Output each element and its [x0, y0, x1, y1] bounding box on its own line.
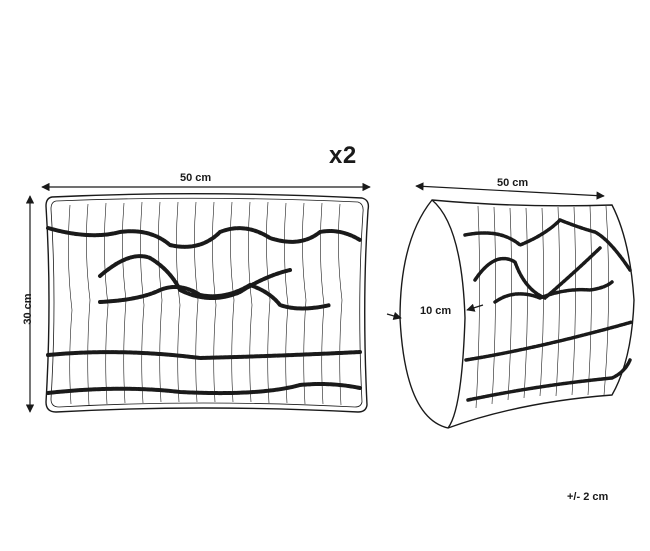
front-cushion-ropes: [46, 226, 362, 396]
side-depth-arrow-right: [466, 303, 484, 312]
front-width-label: 50 cm: [180, 172, 212, 184]
front-cushion-ribs: [68, 201, 343, 406]
side-depth-arrow-left: [386, 311, 402, 320]
side-width-arrow: [415, 182, 605, 200]
front-height-label: 30 cm: [22, 293, 34, 325]
tolerance-label: +/- 2 cm: [567, 491, 609, 503]
side-cushion-ribs: [475, 205, 609, 409]
side-cushion-ropes: [463, 217, 634, 402]
quantity-label: x2: [329, 142, 357, 169]
front-cushion-outline: [45, 193, 370, 413]
side-width-label: 50 cm: [497, 177, 529, 189]
side-depth-label: 10 cm: [420, 305, 452, 317]
